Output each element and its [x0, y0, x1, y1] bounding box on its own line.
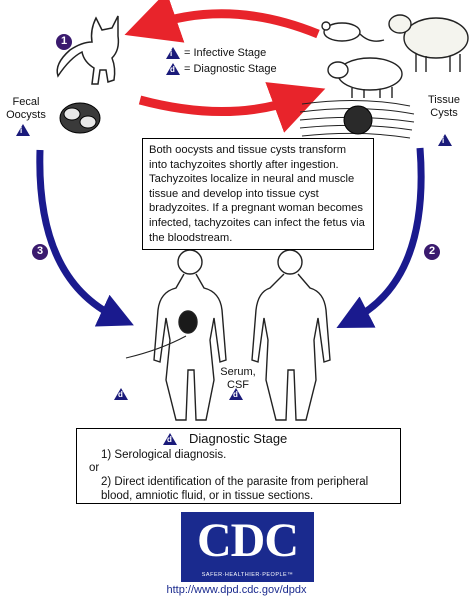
red-arrow-bottom [140, 98, 300, 112]
fetus-diagnostic-icon: d [114, 388, 128, 400]
cdc-logo-tagline: SAFER·HEALTHIER·PEOPLE™ [181, 572, 314, 578]
diagnostic-box-icon: d [163, 433, 177, 445]
diagnostic-item-1: 1) Serological diagnosis. [101, 449, 226, 461]
tissue-cysts-label: Tissue Cysts [424, 94, 464, 120]
fecal-oocysts-infective-icon: i [16, 124, 30, 136]
cat-illustration [57, 16, 118, 84]
info-text-box: Both oocysts and tissue cysts transform … [142, 138, 374, 250]
sheep-illustration [389, 15, 468, 72]
diagnostic-stage-icon: d [166, 63, 180, 75]
legend-diagnostic-label: = Diagnostic Stage [184, 63, 277, 75]
fecal-oocysts-label: Fecal Oocysts [6, 96, 46, 122]
infective-stage-icon: i [166, 47, 180, 59]
cdc-logo: CDC SAFER·HEALTHIER·PEOPLE™ [181, 512, 314, 582]
source-url[interactable]: http://www.dpd.cdc.gov/dpdx [0, 584, 473, 596]
step-label-1: 1 [59, 35, 69, 47]
step-label-2: 2 [427, 245, 437, 257]
oocysts-illustration [60, 103, 100, 133]
diagnostic-or: or [89, 462, 99, 474]
step-label-3: 3 [35, 245, 45, 257]
pig-illustration [328, 58, 402, 98]
diagnostic-stage-box: d Diagnostic Stage 1) Serological diagno… [76, 428, 401, 504]
blue-arrow-left [40, 150, 118, 318]
man-figure [252, 250, 330, 420]
diagnostic-item-2: 2) Direct identification of the parasite… [101, 475, 397, 503]
legend-infective-label: = Infective Stage [184, 47, 266, 59]
tissue-cyst-illustration [300, 100, 414, 138]
red-arrow-top [150, 14, 318, 34]
woman-figure [126, 250, 226, 420]
tissue-cysts-infective-icon: i [438, 134, 452, 146]
rat-illustration [322, 22, 384, 41]
diagnostic-box-title: Diagnostic Stage [189, 431, 287, 446]
cdc-logo-text: CDC [181, 515, 314, 567]
serum-csf-label: Serum, CSF [218, 366, 258, 392]
legend-infective: i = Infective Stage [166, 47, 266, 59]
legend-diagnostic: d = Diagnostic Stage [166, 63, 277, 75]
